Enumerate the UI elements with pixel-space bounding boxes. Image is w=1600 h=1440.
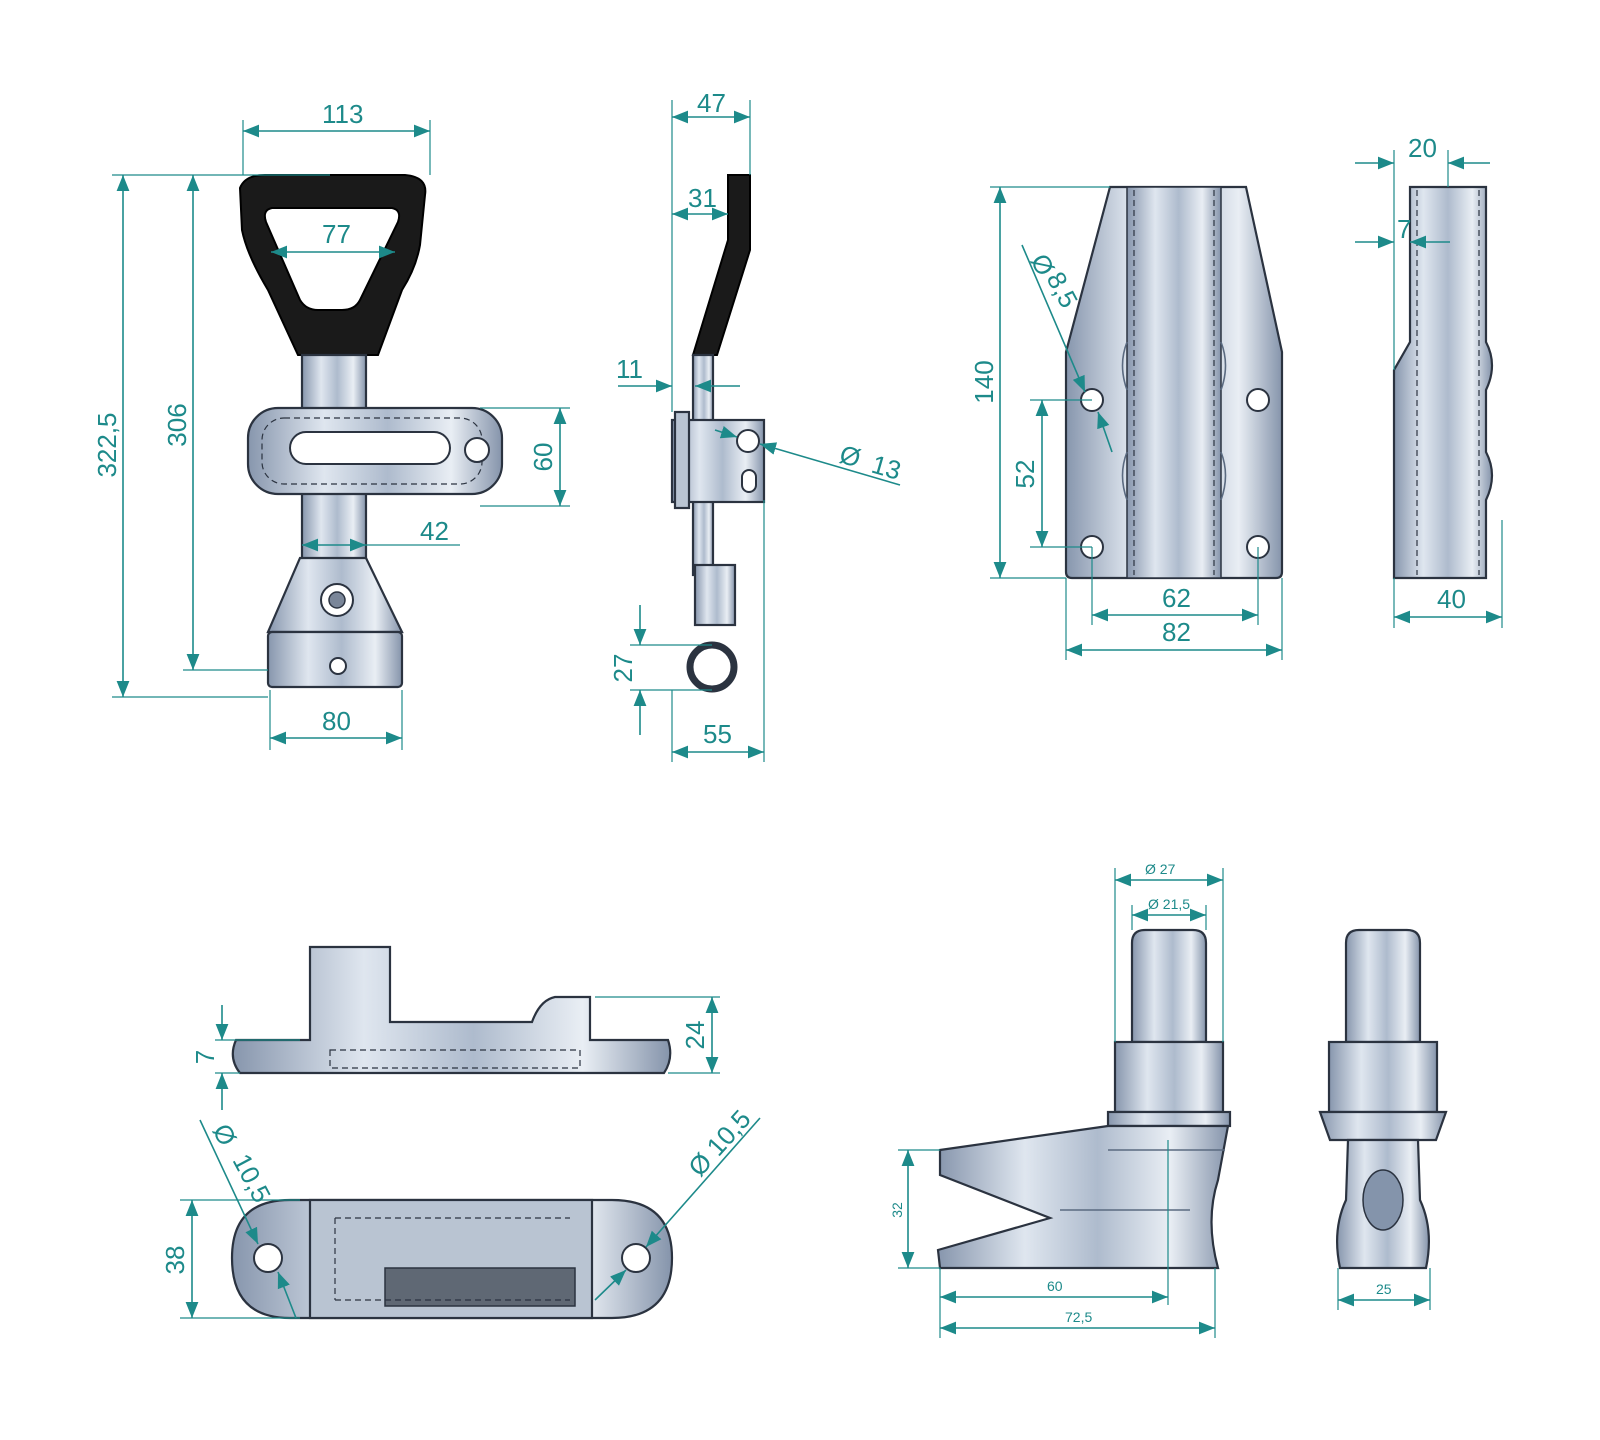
dim-55: 55 xyxy=(703,719,732,749)
plate-bolt xyxy=(464,437,490,463)
view-handle-side: 47 31 11 Ø 13 27 55 xyxy=(608,88,904,762)
slot xyxy=(289,431,451,465)
pin-side-top xyxy=(1344,928,1422,1044)
dim-24: 24 xyxy=(680,1021,710,1050)
dim-10-5-left: 10,5 xyxy=(227,1149,277,1208)
dim-20: 20 xyxy=(1408,133,1437,163)
dim-82: 82 xyxy=(1162,617,1191,647)
clamp-ring xyxy=(686,641,738,693)
dim-140: 140 xyxy=(969,360,999,403)
view-striker-side: 7 24 xyxy=(190,945,720,1110)
mount-hole-tr xyxy=(1246,388,1270,412)
view-handle-front: 113 77 322,5 306 60 42 80 xyxy=(92,99,570,750)
dim-38: 38 xyxy=(160,1246,190,1275)
dim-40: 40 xyxy=(1437,584,1466,614)
bracket-side-profile xyxy=(1392,185,1494,580)
striker-body-side xyxy=(231,945,672,1075)
dim-47: 47 xyxy=(697,88,726,118)
dim-32: 32 xyxy=(889,1202,905,1218)
striker-hole-left xyxy=(253,1243,283,1273)
bracket-channel xyxy=(1126,186,1222,579)
dim-77: 77 xyxy=(322,219,351,249)
dim-306: 306 xyxy=(162,403,192,446)
dim-7-side: 7 xyxy=(1397,214,1411,244)
dim-11: 11 xyxy=(616,354,643,384)
dim-42: 42 xyxy=(420,516,449,546)
dim-72-5: 72,5 xyxy=(1065,1309,1092,1325)
dim-phi-27: Ø 27 xyxy=(1145,861,1176,877)
dim-phi-13-symbol: Ø xyxy=(836,439,864,473)
dim-7-base: 7 xyxy=(190,1050,220,1064)
view-bracket-front: 140 Ø 8,5 52 62 82 xyxy=(969,185,1284,660)
view-bracket-side: 20 7 40 xyxy=(1355,133,1503,628)
view-pin-side: 25 xyxy=(1318,928,1448,1310)
dim-phi-21-5: Ø 21,5 xyxy=(1148,896,1190,912)
dim-113: 113 xyxy=(322,99,363,129)
striker-hole-right xyxy=(621,1243,651,1273)
dim-322-5: 322,5 xyxy=(92,412,122,477)
view-pin-front: Ø 27 Ø 21,5 32 60 72,5 xyxy=(889,861,1232,1338)
dim-31: 31 xyxy=(688,183,717,213)
pin-foot xyxy=(936,1124,1230,1270)
dim-60-pin: 60 xyxy=(1047,1278,1063,1294)
pin-top xyxy=(1130,928,1208,1044)
dim-60: 60 xyxy=(528,443,558,472)
dim-13: 13 xyxy=(868,449,904,486)
view-striker-top: 38 Ø 10,5 Ø 10,5 xyxy=(160,1104,761,1320)
dim-80: 80 xyxy=(322,706,351,736)
dim-27: 27 xyxy=(608,654,638,683)
dim-52: 52 xyxy=(1010,460,1040,489)
dim-10-5-right: Ø 10,5 xyxy=(682,1104,757,1182)
pin-collar xyxy=(1113,1040,1225,1114)
dim-25: 25 xyxy=(1376,1281,1392,1297)
dim-62: 62 xyxy=(1162,583,1191,613)
pin-side-collar xyxy=(1327,1040,1439,1114)
handle-opening xyxy=(263,207,401,311)
